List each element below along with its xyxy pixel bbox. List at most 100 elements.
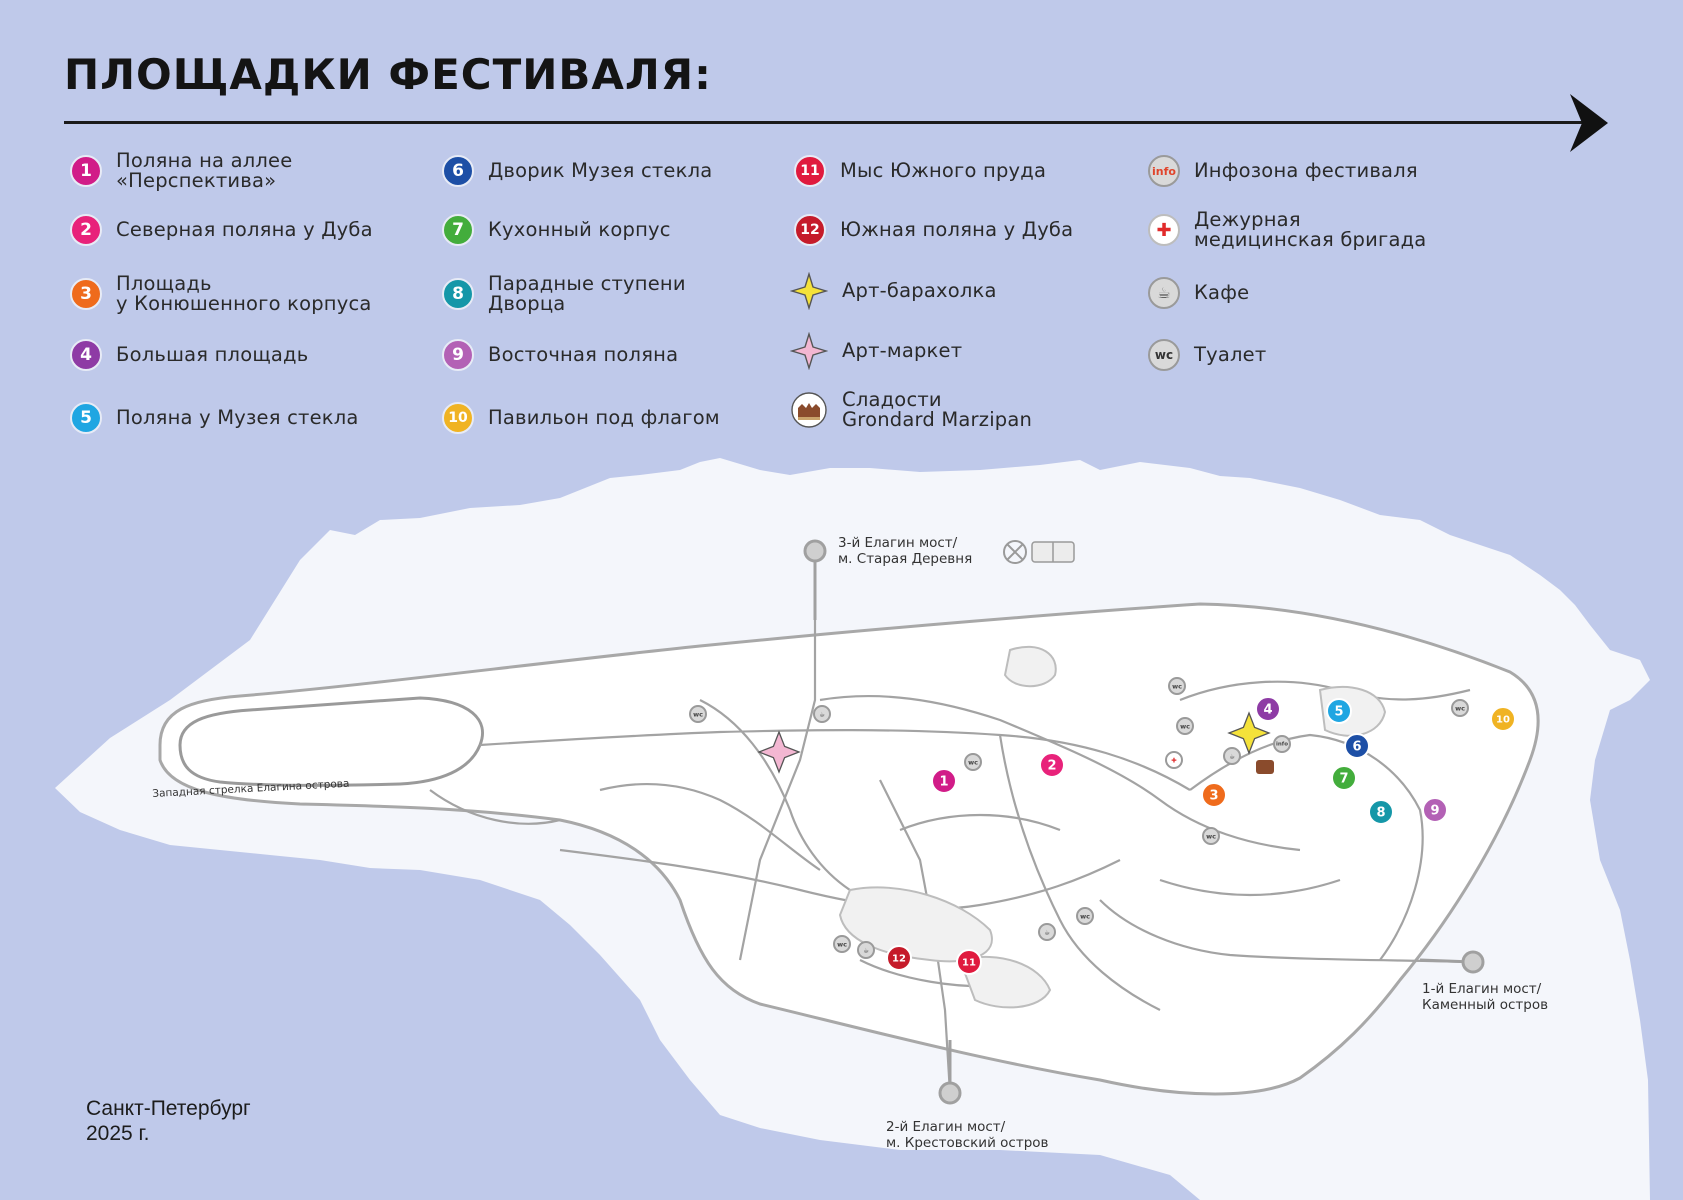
legend-art-flea-market[interactable]: Арт-барахолка: [790, 268, 997, 314]
map-art-market-star[interactable]: [757, 730, 801, 774]
legend-label-line: Площадь: [116, 271, 212, 295]
map-cafe-icon[interactable]: [857, 941, 875, 959]
legend-label-line: Grondard Marzipan: [842, 408, 1033, 431]
toilet-icon: wc: [1148, 339, 1180, 371]
venue-badge-11: 11: [794, 155, 826, 187]
map-toilet-icon[interactable]: [964, 753, 982, 771]
map-label-line: Каменный остров: [1422, 996, 1549, 1013]
map-toilet-icon[interactable]: [1451, 699, 1469, 717]
legend-label-line: Кухонный корпус: [488, 217, 671, 241]
legend-label-line: Дежурная: [1194, 207, 1301, 231]
legend-info-zone[interactable]: info Инфозона фестиваля: [1148, 148, 1418, 194]
legend-label-line: Поляна у Музея стекла: [116, 405, 359, 429]
bridge-2-label: 2-й Елагин мост/ м. Крестовский остров: [886, 1119, 1049, 1151]
star-yellow-icon: [790, 272, 828, 310]
map-cafe-icon-glyph: ☕: [1044, 929, 1050, 937]
page-title: ПЛОЩАДКИ ФЕСТИВАЛЯ:: [64, 50, 712, 99]
map-venue-marker-8[interactable]: [1368, 799, 1394, 825]
legend-venue-2[interactable]: 2 Северная поляна у Дуба: [70, 207, 373, 253]
map-toilet-icon[interactable]: [833, 935, 851, 953]
map-label-line: 2-й Елагин мост/: [886, 1119, 1006, 1135]
map-cafe-icon-glyph: ☕: [1229, 753, 1235, 761]
map-medical-cross-icon[interactable]: [1165, 751, 1183, 769]
transport-icon: [1031, 541, 1075, 563]
venue-badge-12: 12: [794, 214, 826, 246]
map-venue-marker-7[interactable]: [1331, 765, 1357, 791]
legend-label-line: у Конюшенного корпуса: [116, 292, 372, 315]
map-info-icon[interactable]: [1273, 735, 1291, 753]
legend-label-line: Северная поляна у Дуба: [116, 217, 373, 241]
map-venue-marker-11[interactable]: [956, 949, 982, 975]
legend-venue-4[interactable]: 4 Большая площадь: [70, 332, 308, 378]
venue-badge-5: 5: [70, 402, 102, 434]
legend-label-line: Инфозона фестиваля: [1194, 158, 1418, 182]
map-venue-marker-9[interactable]: [1422, 797, 1448, 823]
map-toilet-icon[interactable]: [1176, 717, 1194, 735]
city-year-caption: Санкт-Петербург 2025 г.: [86, 1096, 251, 1146]
map-toilet-icon[interactable]: [1202, 827, 1220, 845]
legend-toilet[interactable]: wc Туалет: [1148, 332, 1266, 378]
venue-badge-2: 2: [70, 214, 102, 246]
legend-label-line: Парадные ступени: [488, 271, 686, 295]
legend-label-line: Арт-маркет: [842, 338, 963, 362]
venue-badge-6: 6: [442, 155, 474, 187]
cafe-icon: ☕: [1148, 277, 1180, 309]
legend-venue-12[interactable]: 12 Южная поляна у Дуба: [794, 207, 1073, 253]
year: 2025 г.: [86, 1122, 150, 1146]
map-toilet-icon-glyph: wc: [693, 711, 703, 719]
map-cafe-icon[interactable]: [1038, 923, 1056, 941]
legend-art-market[interactable]: Арт-маркет: [790, 328, 962, 374]
map-venue-marker-5[interactable]: [1326, 698, 1352, 724]
map-venue-marker-12[interactable]: [886, 945, 912, 971]
legend-venue-5[interactable]: 5 Поляна у Музея стекла: [70, 395, 359, 441]
map-venue-marker-10[interactable]: [1490, 706, 1516, 732]
map-venue-number-11: 11: [962, 958, 976, 969]
map-marzipan-shop-marker[interactable]: [1256, 760, 1274, 774]
venue-badge-10: 10: [442, 402, 474, 434]
map-venue-marker-1[interactable]: [931, 768, 957, 794]
map-label-line: 1-й Елагин мост/: [1422, 981, 1542, 997]
legend-venue-7[interactable]: 7 Кухонный корпус: [442, 207, 671, 253]
legend-cafe[interactable]: ☕ Кафе: [1148, 270, 1249, 316]
legend-label-line: Большая площадь: [116, 342, 309, 366]
legend-venue-6[interactable]: 6 Дворик Музея стекла: [442, 148, 712, 194]
map-venue-number-2: 2: [1047, 759, 1056, 774]
map-venue-number-6: 6: [1352, 740, 1361, 755]
legend-label-line: Павильон под флагом: [488, 405, 720, 429]
map-art-flea-market-star[interactable]: [1227, 711, 1271, 755]
star-pink-icon: [790, 332, 828, 370]
legend-label-line: Южная поляна у Дуба: [840, 217, 1074, 241]
legend-venue-10[interactable]: 10 Павильон под флагом: [442, 395, 720, 441]
map-venue-marker-3[interactable]: [1201, 782, 1227, 808]
map-venue-number-4: 4: [1263, 703, 1272, 718]
map-toilet-icon[interactable]: [1168, 677, 1186, 695]
map-cafe-icon[interactable]: [1223, 747, 1241, 765]
map-toilet-icon-glyph: wc: [1180, 723, 1190, 731]
venue-badge-8: 8: [442, 278, 474, 310]
park-paths: [429, 551, 1474, 1094]
map-venue-number-8: 8: [1376, 806, 1385, 821]
legend-venue-1[interactable]: 1 Поляна на аллее«Перспектива»: [70, 148, 292, 194]
arrow-right-icon: [1570, 94, 1608, 152]
map-venue-marker-2[interactable]: [1039, 752, 1065, 778]
city-name: Санкт-Петербург: [86, 1097, 251, 1120]
venue-badge-4: 4: [70, 339, 102, 371]
map-toilet-icon[interactable]: [689, 705, 707, 723]
legend-venue-9[interactable]: 9 Восточная поляна: [442, 332, 678, 378]
map-label-line: м. Крестовский остров: [886, 1134, 1049, 1151]
map-venue-marker-4[interactable]: [1255, 696, 1281, 722]
map-cafe-icon[interactable]: [813, 705, 831, 723]
bridge-1-label: 1-й Елагин мост/ Каменный остров: [1422, 981, 1549, 1013]
legend-venue-11[interactable]: 11 Мыс Южного пруда: [794, 148, 1046, 194]
map-toilet-icon[interactable]: [1076, 907, 1094, 925]
map-venue-marker-6[interactable]: [1344, 733, 1370, 759]
legend-label-line: Кафе: [1194, 280, 1250, 304]
map-venue-number-1: 1: [939, 775, 948, 790]
map-toilet-icon-glyph: wc: [1206, 833, 1216, 841]
legend-label-line: Арт-барахолка: [842, 278, 997, 302]
